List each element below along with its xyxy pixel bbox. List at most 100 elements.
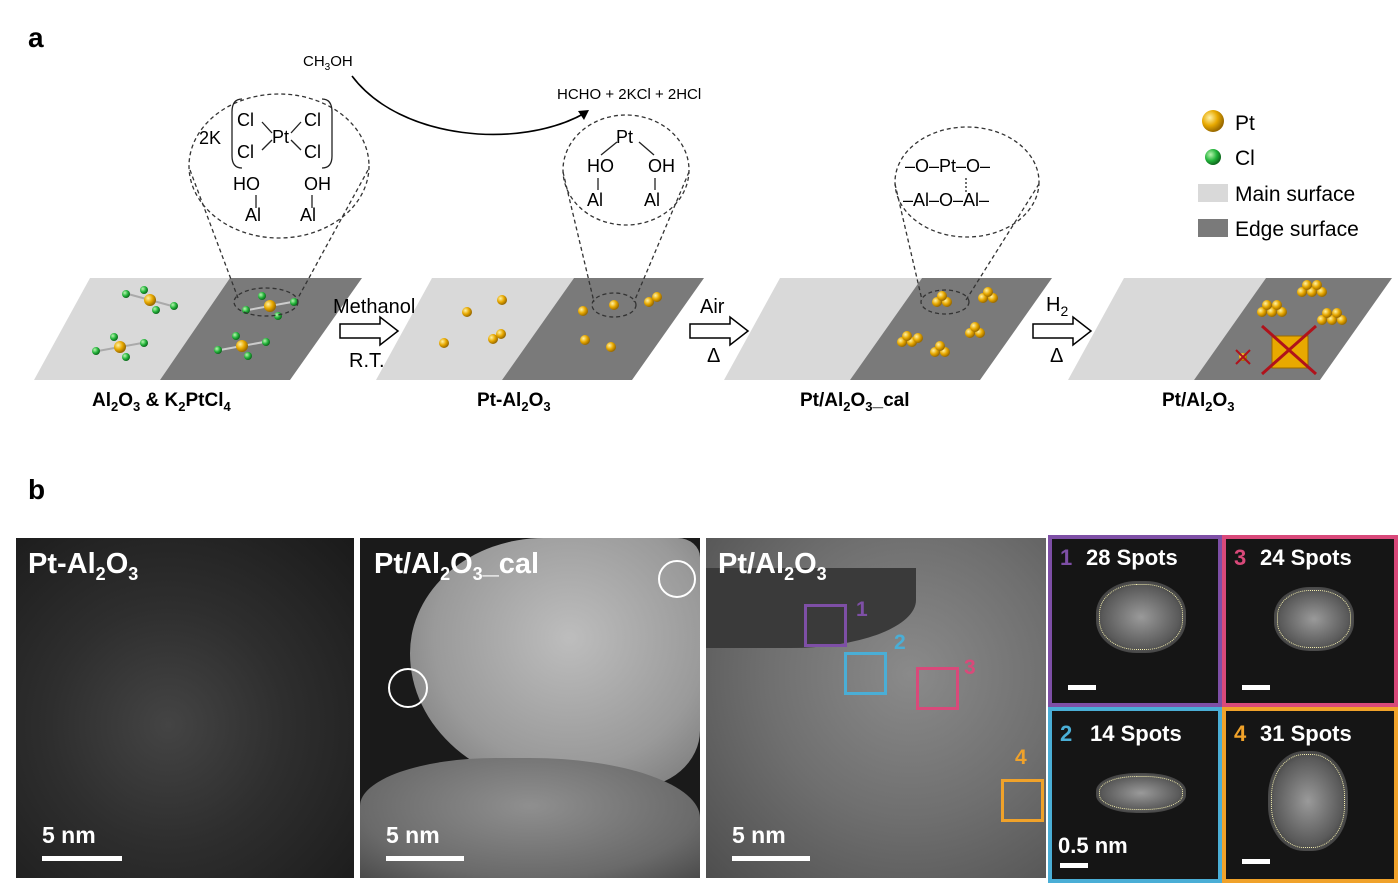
inset3-row1: –O–Pt–O– (905, 156, 991, 176)
stem-image-pt-al2o3-reduced: Pt/Al2O3 1 2 3 4 5 nm (706, 538, 1046, 878)
caption-reduced: Pt/Al2O3 (1162, 390, 1235, 414)
zoom2-scale-label: 0.5 nm (1058, 833, 1128, 858)
arrow3-top-label: H2 (1046, 294, 1069, 319)
arrow-2 (689, 315, 750, 347)
zoom4-number: 4 (1234, 721, 1247, 746)
zoom2-cluster (1096, 773, 1186, 813)
reaction-curve-arrow (351, 75, 586, 136)
inset1-al-1: Al (245, 205, 262, 225)
image2-scale-label: 5 nm (386, 822, 440, 848)
image1-scale-label: 5 nm (42, 822, 96, 848)
main-surface-4 (1068, 278, 1266, 380)
zoom1-scale-bar (1068, 685, 1096, 690)
zoom-panel-2: 2 14 Spots 0.5 nm (1048, 707, 1222, 883)
main-surface-2 (376, 278, 574, 380)
methanol-reagent: CH3OH (303, 53, 353, 73)
arrow2-bottom-label: Δ (707, 345, 721, 367)
legend-pt-swatch (1202, 110, 1224, 132)
arrow1-bottom-label: R.T. (349, 350, 385, 372)
roi-number-2: 2 (894, 631, 906, 654)
pt-small-clusters (897, 287, 998, 357)
legend-cl-swatch (1205, 149, 1221, 165)
main-surface-1 (34, 278, 230, 380)
arrow-1 (339, 315, 400, 347)
zoom-panel-4: 4 31 Spots (1222, 707, 1398, 883)
zoom4-scale-bar (1242, 859, 1270, 864)
zoom-panel-1: 1 28 Spots (1048, 535, 1222, 707)
legend-cl-label: Cl (1235, 147, 1255, 170)
pt-single-atoms (439, 292, 662, 352)
arrow-3 (1032, 315, 1093, 347)
caption-precursor: Al2O3 & K2PtCl4 (92, 390, 231, 414)
inset2-ho: HO (587, 156, 614, 176)
edge-surface-3 (850, 278, 1052, 380)
inset1-counterion: 2K (199, 128, 222, 148)
legend-main-label: Main surface (1235, 183, 1356, 206)
image2-scale-bar (386, 856, 464, 861)
inset1-al-2: Al (300, 205, 317, 225)
image2-title: Pt/Al2O3_cal (374, 548, 540, 584)
inset1-cl-3: Cl (237, 142, 254, 162)
slab-1 (34, 278, 362, 380)
zoom2-scale-bar (1060, 863, 1088, 868)
image1-title: Pt-Al2O3 (28, 548, 139, 584)
legend-edge-swatch (1198, 219, 1228, 237)
reaction-products: HCHO + 2KCl + 2HCl (557, 86, 702, 103)
caption-pt-al2o3: Pt-Al2O3 (477, 390, 551, 414)
legend-main-swatch (1198, 184, 1228, 202)
inset1-cl-2: Cl (304, 110, 321, 130)
inset1-ho: HO (233, 174, 260, 194)
panel-a-letter: a (28, 22, 44, 53)
roi-box-1 (804, 604, 847, 647)
reaction-arrowhead (578, 110, 589, 120)
caption-calcined: Pt/Al2O3_cal (800, 390, 910, 414)
zoom-panel-3: 3 24 Spots (1222, 535, 1398, 707)
inset1-oh: OH (304, 174, 331, 194)
stem-image-pt-al2o3-cal: Pt/Al2O3_cal 5 nm (360, 538, 700, 878)
inset2-oh: OH (648, 156, 675, 176)
stem-image-pt-al2o3: Pt-Al2O3 5 nm (16, 538, 354, 878)
process-arrows (339, 315, 1093, 347)
zoom3-number: 3 (1234, 545, 1247, 570)
zoom1-spots: 28 Spots (1086, 545, 1178, 570)
single-atom-circle-2 (388, 668, 428, 708)
single-atom-circle-1 (658, 560, 696, 598)
main-surface-3 (724, 278, 922, 380)
image3-title: Pt/Al2O3 (718, 548, 827, 584)
slab-3 (724, 278, 1052, 380)
roi-number-4: 4 (1015, 746, 1027, 769)
inset-outlines (188, 93, 1040, 318)
inset1-pt: Pt (272, 127, 290, 147)
roi-box-4 (1001, 779, 1044, 822)
zoom3-scale-bar (1242, 685, 1270, 690)
arrow3-bottom-label: Δ (1050, 345, 1064, 367)
zoom2-spots: 14 Spots (1090, 721, 1182, 746)
legend-pt-label: Pt (1235, 112, 1255, 135)
image1-scale-bar (42, 856, 122, 861)
ptcl4-molecules (92, 286, 298, 361)
zoom3-spots: 24 Spots (1260, 545, 1352, 570)
zoom4-spots: 31 Spots (1260, 721, 1352, 746)
roi-number-3: 3 (964, 656, 976, 679)
legend-edge-label: Edge surface (1235, 218, 1359, 241)
inset2-pt: Pt (616, 127, 634, 147)
legend-swatches (1198, 110, 1228, 237)
arrow1-top-label: Methanol (333, 296, 416, 318)
panel-b-letter: b (28, 474, 46, 505)
inset2-al-1: Al (587, 190, 604, 210)
pt-large-clusters (1235, 280, 1347, 376)
zoom1-cluster (1096, 581, 1186, 653)
image3-scale-label: 5 nm (732, 822, 786, 848)
inset3-row2: –Al–O–Al– (903, 190, 990, 210)
arrow2-top-label: Air (700, 296, 725, 318)
inset1-cl-4: Cl (304, 142, 321, 162)
zoom2-number: 2 (1060, 721, 1073, 746)
slab-4 (1068, 278, 1392, 380)
edge-surface-1 (160, 278, 362, 380)
inset-1-bonds (231, 98, 333, 208)
image3-scale-bar (732, 856, 810, 861)
roi-number-1: 1 (856, 598, 868, 621)
zoom1-number: 1 (1060, 545, 1073, 570)
inset2-al-2: Al (644, 190, 661, 210)
zoom4-cluster (1268, 751, 1348, 851)
